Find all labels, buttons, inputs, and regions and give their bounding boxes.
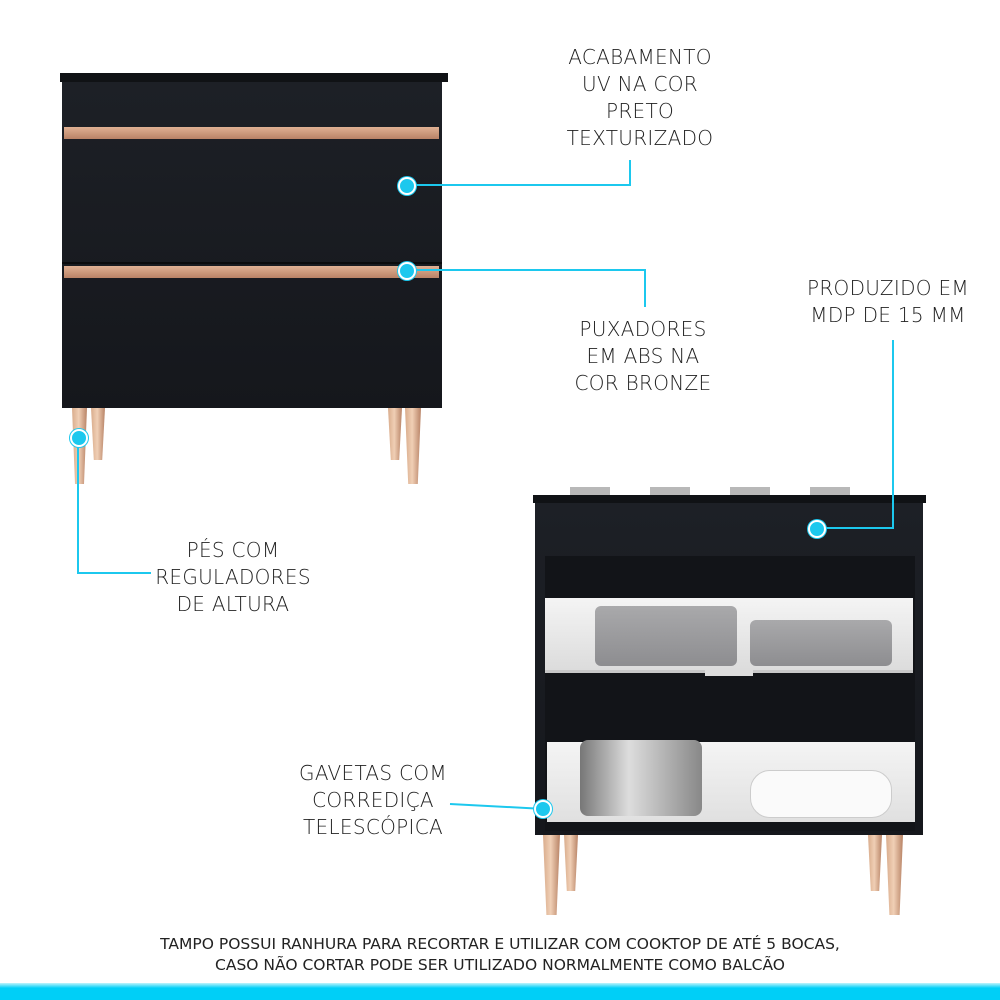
callout-dot [398,177,416,195]
callout-text: COR BRONZE [574,371,712,395]
callout-text: PUXADORES [579,317,707,341]
leg [886,835,903,915]
callout-dot [808,520,826,538]
callout-material: PRODUZIDO EM MDP DE 15 MM [788,275,988,329]
cabinet-top [60,73,448,82]
leader-line [818,527,894,529]
leg [543,835,560,915]
footer-line: CASO NÃO CORTAR PODE SER UTILIZADO NORMA… [215,956,785,974]
leg [868,835,882,891]
towels-left [595,606,737,666]
cooktop-burners [570,487,890,495]
drawer-handle-bottom [64,266,439,278]
callout-dot [398,262,416,280]
leader-line [644,269,646,307]
callout-drawers: GAVETAS COM CORREDIÇA TELESCÓPICA [273,760,473,841]
baking-dish [750,770,892,818]
leader-line [892,340,894,529]
leg [388,408,402,460]
callout-dot [70,429,88,447]
callout-text: CORREDIÇA [312,788,434,812]
callout-text: TEXTURIZADO [566,126,714,150]
callout-text: UV NA COR [582,72,698,96]
upper-drawer-handle [705,670,753,676]
cabinet-top [533,495,926,503]
leg [564,835,578,891]
callout-text: GAVETAS COM [299,761,447,785]
leg [405,408,421,484]
accent-bar [0,983,1000,1000]
footer-line: TAMPO POSSUI RANHURA PARA RECORTAR E UTI… [160,935,840,953]
leader-line [77,572,151,574]
leg [91,408,105,460]
callout-feet: PÉS COM REGULADORES DE ALTURA [133,537,333,618]
callout-finish: ACABAMENTO UV NA COR PRETO TEXTURIZADO [540,44,740,152]
callout-dot [534,800,552,818]
drawer-handle-top [64,127,439,139]
callout-text: DE ALTURA [176,592,290,616]
callout-text: REGULADORES [155,565,311,589]
callout-handles: PUXADORES EM ABS NA COR BRONZE [543,316,743,397]
callout-text: PRETO [605,99,675,123]
towels-right [750,620,892,666]
callout-text: MDP DE 15 MM [810,303,966,327]
callout-text: EM ABS NA [586,344,700,368]
leader-line [629,160,631,186]
leader-line [413,269,646,271]
toaster [580,740,702,816]
drawer-divider [62,262,442,264]
callout-text: ACABAMENTO [568,45,712,69]
leader-line [77,440,79,574]
callout-text: PRODUZIDO EM [807,276,969,300]
footer-note: TAMPO POSSUI RANHURA PARA RECORTAR E UTI… [0,934,1000,976]
callout-text: TELESCÓPICA [303,815,443,839]
callout-text: PÉS COM [186,538,280,562]
leader-line [413,184,631,186]
